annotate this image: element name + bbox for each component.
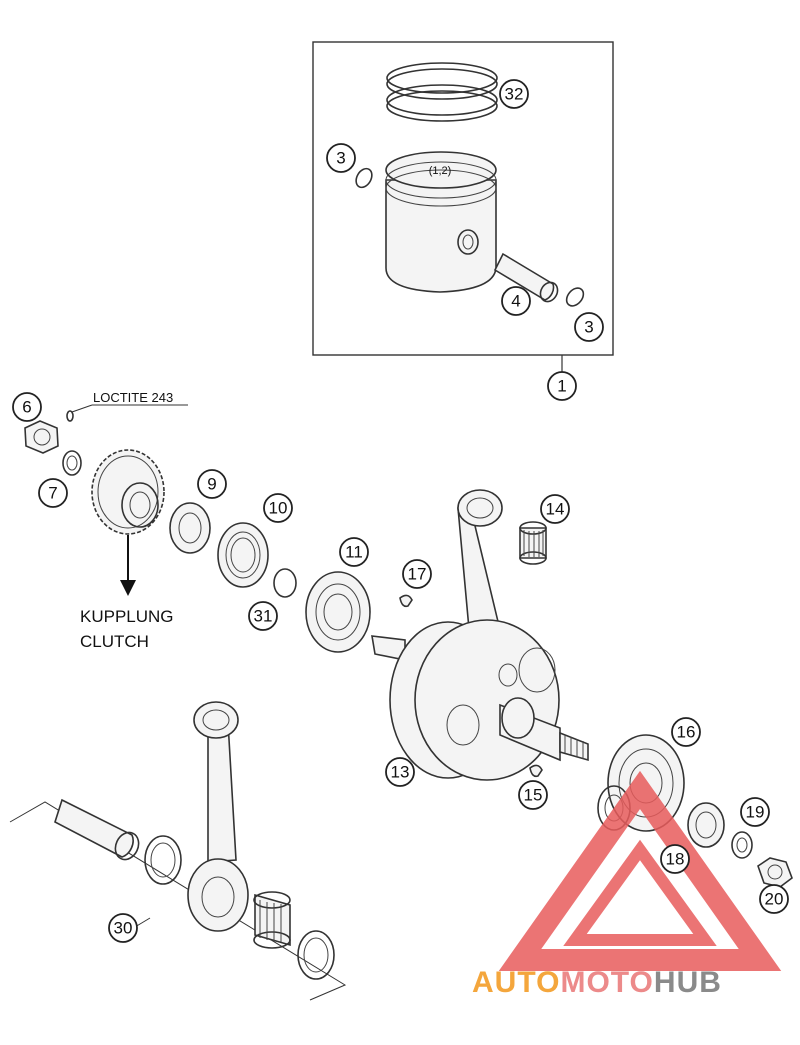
callout-3-top: 3 xyxy=(326,143,356,173)
piston-pin xyxy=(493,252,559,303)
svg-text:13: 13 xyxy=(391,763,410,782)
callout-31: 31 xyxy=(248,601,278,631)
svg-text:18: 18 xyxy=(666,850,685,869)
woodruff-key-15 xyxy=(529,764,543,778)
svg-text:6: 6 xyxy=(22,398,31,417)
svg-text:14: 14 xyxy=(546,500,565,519)
callout-1: 1 xyxy=(547,371,577,401)
svg-text:7: 7 xyxy=(48,484,57,503)
svg-text:30: 30 xyxy=(114,919,133,938)
svg-text:16: 16 xyxy=(677,723,696,742)
woodruff-key-17 xyxy=(399,594,413,608)
loctite-label: LOCTITE 243 xyxy=(93,390,173,405)
watermark-auto: AUTO xyxy=(472,966,560,999)
callout-9: 9 xyxy=(197,469,227,499)
svg-text:15: 15 xyxy=(524,786,543,805)
conrod-kit-30 xyxy=(9,701,347,1001)
nut-6 xyxy=(24,420,59,454)
o-ring-31 xyxy=(273,568,297,598)
crankshaft-13 xyxy=(371,489,589,781)
svg-text:11: 11 xyxy=(345,543,363,562)
svg-text:1: 1 xyxy=(557,377,566,396)
callout-7: 7 xyxy=(38,478,68,508)
callout-18: 18 xyxy=(660,844,690,874)
watermark-hub: HUB xyxy=(654,966,722,999)
callout-32: 32 xyxy=(499,79,529,109)
nut-20 xyxy=(757,857,793,888)
watermark-moto: MOTO xyxy=(560,966,653,999)
svg-text:9: 9 xyxy=(207,475,216,494)
svg-text:3: 3 xyxy=(584,318,593,337)
callout-15: 15 xyxy=(518,780,548,810)
svg-text:32: 32 xyxy=(505,85,524,104)
spacer-ring xyxy=(687,802,725,848)
piston-rings xyxy=(386,62,498,122)
ball-bearing-11 xyxy=(305,571,371,653)
callout-6: 6 xyxy=(12,392,42,422)
svg-text:4: 4 xyxy=(511,292,520,311)
callout-19: 19 xyxy=(740,797,770,827)
callout-16: 16 xyxy=(671,717,701,747)
svg-text:20: 20 xyxy=(765,890,784,909)
circlip-right xyxy=(565,287,585,307)
clutch-arrow xyxy=(120,535,136,596)
needle-bearing-14 xyxy=(519,521,547,565)
svg-text:19: 19 xyxy=(746,803,765,822)
watermark-text: AUTOMOTOHUB xyxy=(472,966,722,999)
circlip-left xyxy=(355,167,373,189)
watermark-logo xyxy=(498,770,782,971)
shaft-seal-10 xyxy=(217,522,269,588)
callout-3-bottom: 3 xyxy=(574,312,604,342)
loctite-leader: LOCTITE 243 xyxy=(71,390,188,413)
callout-10: 10 xyxy=(263,493,293,523)
kupplung-label: KUPPLUNG xyxy=(80,607,174,626)
washer-19 xyxy=(731,831,753,859)
callout-14: 14 xyxy=(540,494,570,524)
piston-kit-box xyxy=(312,41,614,372)
svg-text:3: 3 xyxy=(336,149,345,168)
spacer-9 xyxy=(169,502,211,554)
primary-gear xyxy=(91,449,165,535)
svg-text:AUTOMOTOHUB: AUTOMOTOHUB xyxy=(472,966,722,999)
svg-text:31: 31 xyxy=(254,607,273,626)
piston: (1,2) xyxy=(385,151,497,293)
callout-17: 17 xyxy=(402,559,432,589)
callout-11: 11 xyxy=(339,537,369,567)
callout-20: 20 xyxy=(759,884,789,914)
callout-13: 13 xyxy=(385,757,415,787)
washer-7 xyxy=(62,450,82,476)
loctite-drop xyxy=(66,410,74,422)
svg-text:10: 10 xyxy=(269,499,288,518)
clutch-label: CLUTCH xyxy=(80,632,149,651)
callout-4: 4 xyxy=(501,286,531,316)
piston-mark: (1,2) xyxy=(429,165,452,177)
svg-text:17: 17 xyxy=(408,565,427,584)
callout-30: 30 xyxy=(108,913,138,943)
